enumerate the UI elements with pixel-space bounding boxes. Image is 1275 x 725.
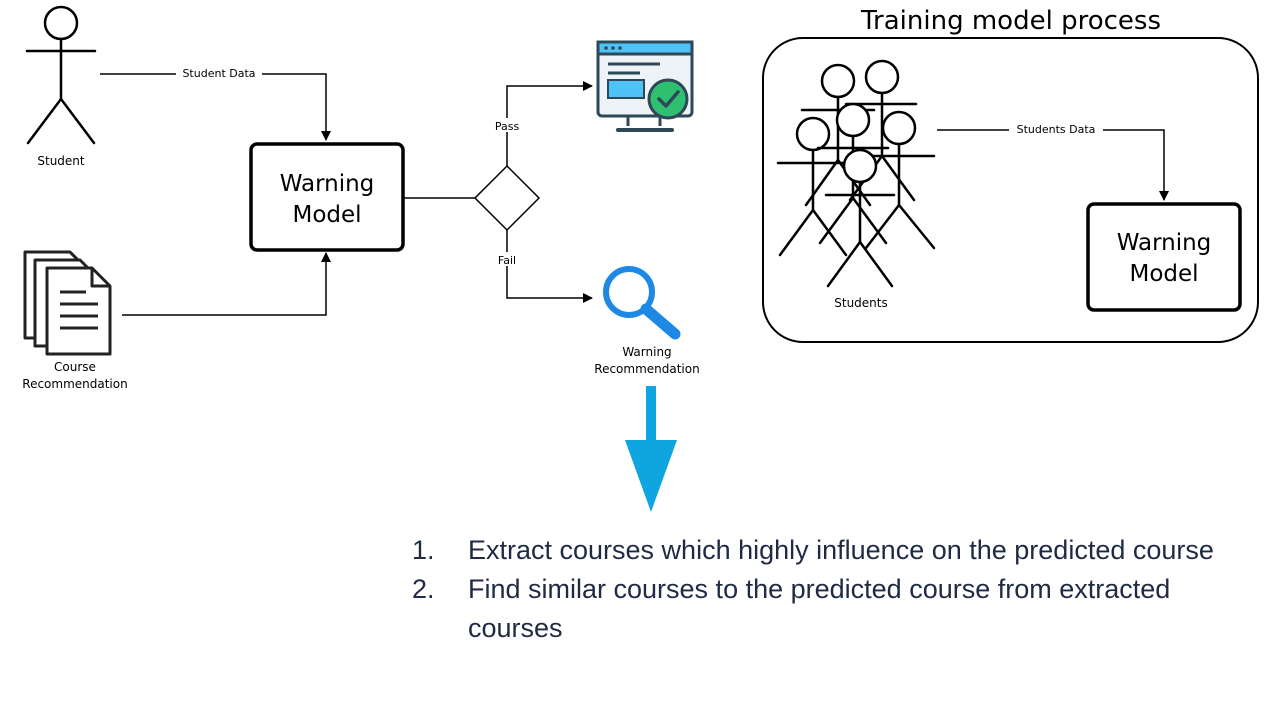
step-item: 1. Extract courses which highly influenc… [408,531,1248,570]
down-arrow-icon [625,386,677,512]
monitor-check-icon [596,40,694,132]
pass-label: Pass [495,120,520,133]
training-title: Training model process [860,6,1161,36]
training-model-line1: Warning [1117,230,1212,256]
students-group-icon [776,59,936,288]
warning-rec-label-line2: Recommendation [594,362,699,376]
training-model-line2: Model [1129,261,1198,287]
pass-connector [506,81,593,166]
warning-model-line1: Warning [280,171,375,197]
warning-rec-label-line1: Warning [622,345,671,359]
student-actor-icon [25,5,97,145]
step-number: 1. [412,535,435,565]
course-rec-label-line1: Course [54,360,96,374]
steps-list: 1. Extract courses which highly influenc… [408,531,1248,648]
documents-icon [23,250,112,356]
course-rec-label-line2: Recommendation [22,377,127,391]
search-icon [603,266,681,340]
student-data-label: Student Data [182,67,255,80]
step-item: 2. Find similar courses to the predicted… [408,570,1248,648]
step-number: 2. [412,574,435,604]
decision-diamond [473,164,541,232]
warning-model-line2: Model [292,202,361,228]
students-label: Students [834,296,888,310]
warning-model-box [249,142,405,252]
students-data-label: Students Data [1017,123,1096,136]
student-label: Student [37,154,85,168]
fail-label: Fail [498,254,516,267]
course-rec-connector [122,252,331,316]
step-text: Find similar courses to the predicted co… [468,574,1171,643]
student-data-connector [100,73,331,141]
training-warning-model-box [1086,202,1242,312]
step-text: Extract courses which highly influence o… [468,535,1214,565]
